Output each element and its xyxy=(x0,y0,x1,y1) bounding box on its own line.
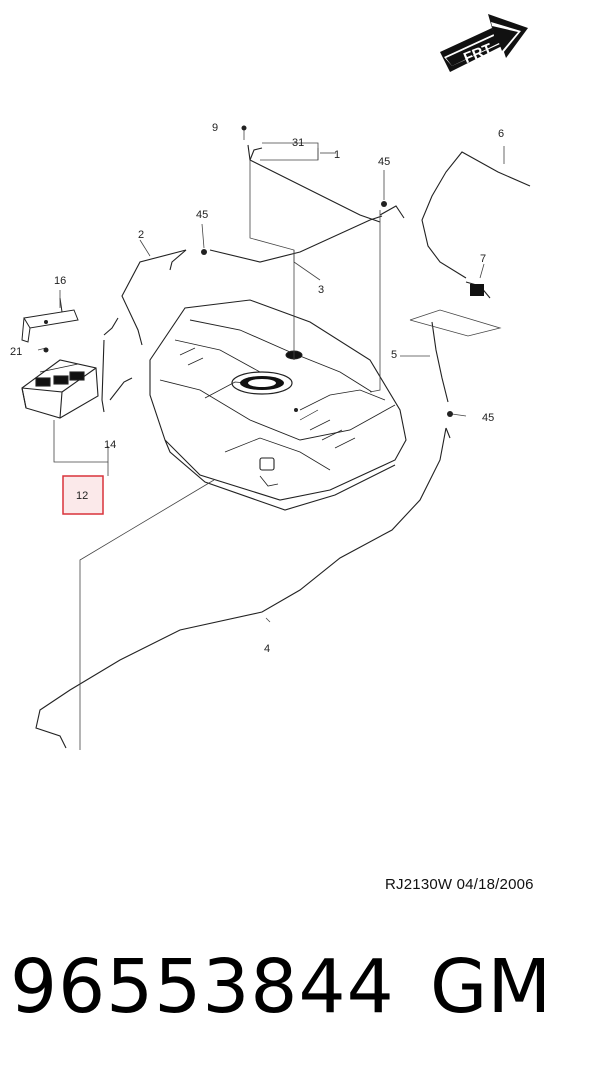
canister-bracket xyxy=(21,297,79,343)
leader-lines xyxy=(37,128,505,750)
callout-16: 16 xyxy=(54,275,66,287)
highlighted-part-box xyxy=(62,475,104,515)
callout-45-top-left: 45 xyxy=(196,209,208,221)
fuel-pump-flange xyxy=(231,350,303,395)
callout-3: 3 xyxy=(318,284,324,296)
callout-2: 2 xyxy=(138,229,144,241)
callout-5: 5 xyxy=(391,349,397,361)
callout-7: 7 xyxy=(480,253,486,265)
evap-canister xyxy=(21,359,99,419)
part-number: 96553844 xyxy=(10,944,395,1030)
fuel-tank xyxy=(149,299,407,511)
front-direction-arrow: FRT xyxy=(440,14,528,72)
callout-9: 9 xyxy=(212,122,218,134)
callout-45-right: 45 xyxy=(482,412,494,424)
fuel-lines xyxy=(35,144,531,749)
callout-14: 14 xyxy=(104,439,116,451)
callout-21: 21 xyxy=(10,346,22,358)
callout-1: 1 xyxy=(334,149,340,161)
drawing-reference: RJ2130W 04/18/2006 xyxy=(385,876,534,893)
callout-4: 4 xyxy=(264,643,270,655)
fasteners xyxy=(43,125,453,417)
brand-label: GM xyxy=(430,944,552,1030)
callout-45-top-right: 45 xyxy=(378,156,390,168)
callout-6: 6 xyxy=(498,128,504,140)
callout-12: 12 xyxy=(76,490,88,502)
callout-31: 31 xyxy=(292,137,304,149)
